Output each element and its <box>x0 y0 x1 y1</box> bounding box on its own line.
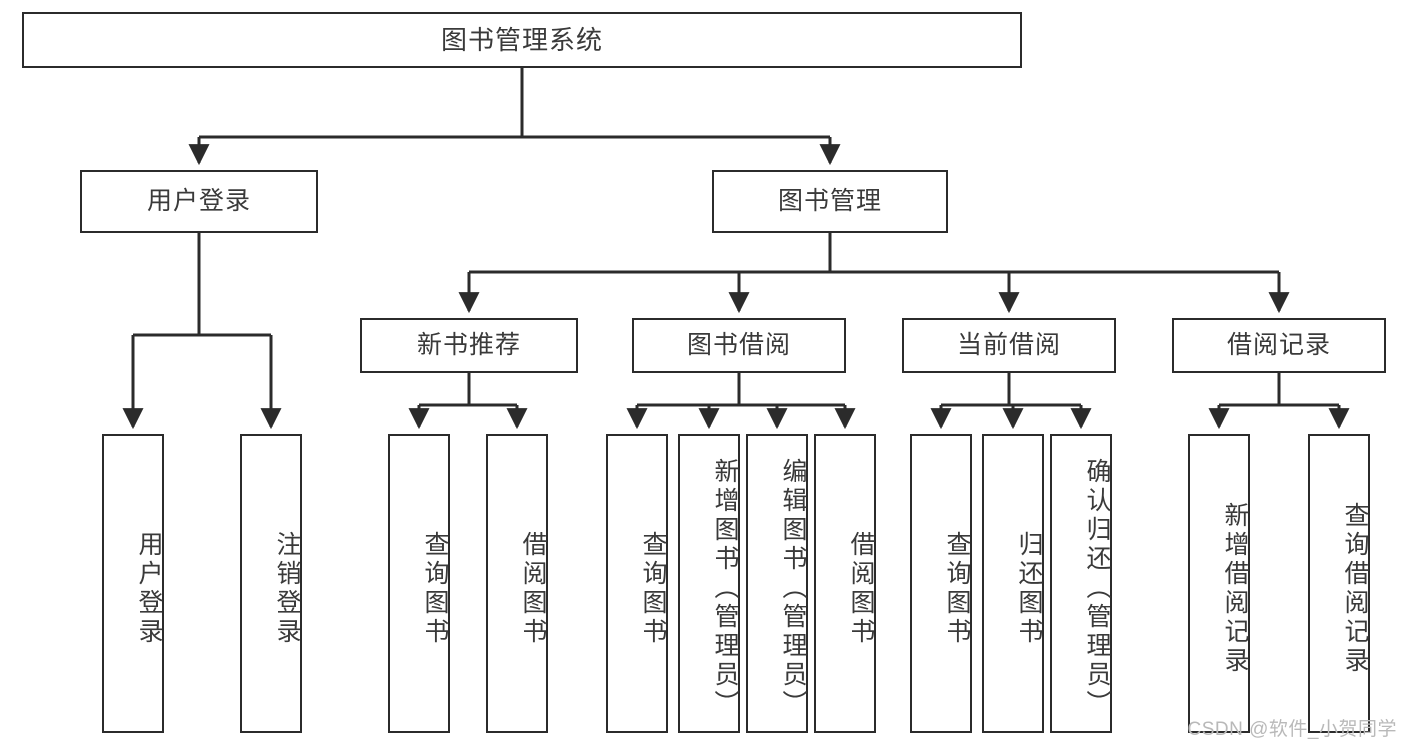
node-leaf-user-login[interactable]: 用户登录 <box>102 434 164 733</box>
node-root-system[interactable]: 图书管理系统 <box>22 12 1022 68</box>
node-leaf-edit-book-admin[interactable]: 编辑图书（管理员） <box>746 434 808 733</box>
node-leaf-query-books-recommend[interactable]: 查询图书 <box>388 434 450 733</box>
node-borrow-record[interactable]: 借阅记录 <box>1172 318 1386 373</box>
node-book-borrow[interactable]: 图书借阅 <box>632 318 846 373</box>
node-leaf-query-books-borrow[interactable]: 查询图书 <box>606 434 668 733</box>
node-leaf-query-books-current[interactable]: 查询图书 <box>910 434 972 733</box>
node-new-book-recommend[interactable]: 新书推荐 <box>360 318 578 373</box>
node-leaf-query-borrow-record[interactable]: 查询借阅记录 <box>1308 434 1370 733</box>
node-leaf-borrow-books-recommend[interactable]: 借阅图书 <box>486 434 548 733</box>
node-leaf-logout[interactable]: 注销登录 <box>240 434 302 733</box>
node-leaf-borrow-books[interactable]: 借阅图书 <box>814 434 876 733</box>
node-leaf-add-borrow-record[interactable]: 新增借阅记录 <box>1188 434 1250 733</box>
node-leaf-add-book-admin[interactable]: 新增图书（管理员） <box>678 434 740 733</box>
node-current-borrow[interactable]: 当前借阅 <box>902 318 1116 373</box>
node-leaf-confirm-return-admin[interactable]: 确认归还（管理员） <box>1050 434 1112 733</box>
node-leaf-return-books[interactable]: 归还图书 <box>982 434 1044 733</box>
node-book-management[interactable]: 图书管理 <box>712 170 948 233</box>
node-user-login[interactable]: 用户登录 <box>80 170 318 233</box>
csdn-watermark: CSDN @软件_小贺同学 <box>1187 719 1397 740</box>
